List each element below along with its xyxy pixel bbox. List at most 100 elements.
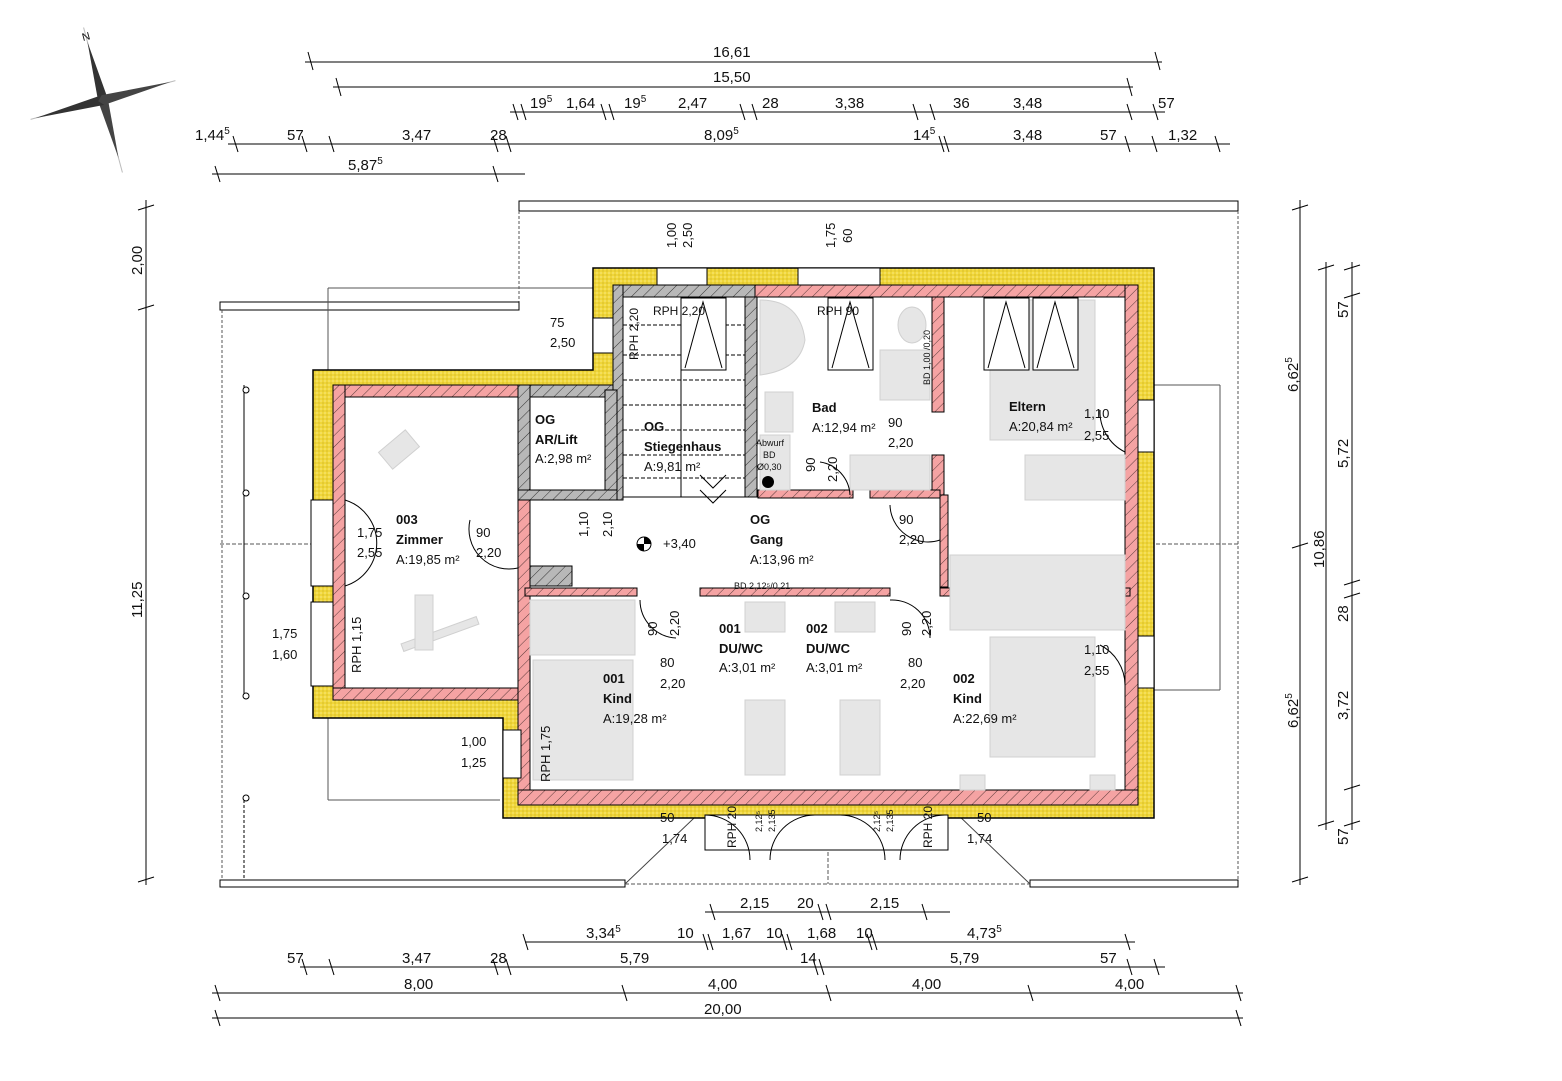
svg-text:A:9,81 m²: A:9,81 m²	[644, 459, 701, 474]
svg-text:Kind: Kind	[953, 691, 982, 706]
svg-text:4,00: 4,00	[1115, 976, 1144, 993]
svg-text:001: 001	[603, 671, 625, 686]
svg-text:Kind: Kind	[603, 691, 632, 706]
room-stiegenhaus[interactable]: OG Stiegenhaus A:9,81 m²	[644, 419, 721, 474]
svg-text:2,20: 2,20	[899, 532, 924, 547]
room-eltern[interactable]: Eltern A:20,84 m²	[1009, 399, 1073, 434]
svg-text:Ø0,30: Ø0,30	[757, 462, 782, 472]
svg-text:195: 195	[624, 94, 647, 112]
terrace-markers	[242, 385, 250, 880]
svg-text:A:22,69 m²: A:22,69 m²	[953, 711, 1017, 726]
svg-text:BD: BD	[763, 450, 776, 460]
svg-text:3,48: 3,48	[1013, 95, 1042, 112]
svg-text:A:3,01 m²: A:3,01 m²	[806, 660, 863, 675]
svg-text:90: 90	[888, 415, 902, 430]
svg-text:36: 36	[953, 95, 970, 112]
svg-text:003: 003	[396, 512, 418, 527]
svg-text:3,38: 3,38	[835, 95, 864, 112]
svg-text:20: 20	[797, 895, 814, 912]
svg-text:RPH 2,20: RPH 2,20	[653, 304, 705, 318]
svg-text:60: 60	[840, 229, 855, 243]
svg-text:1,75: 1,75	[272, 626, 297, 641]
svg-text:1,10: 1,10	[1084, 642, 1109, 657]
svg-text:2,12⁵: 2,12⁵	[754, 810, 764, 832]
svg-text:10,86: 10,86	[1311, 530, 1328, 568]
bottom-dimension-chain: 2,15 20 2,15 3,345 10 1,67 10 1,68 10 4,…	[212, 895, 1243, 1027]
svg-text:BD 1,00 /0,20: BD 1,00 /0,20	[922, 330, 932, 385]
svg-text:A:2,98 m²: A:2,98 m²	[535, 451, 592, 466]
svg-text:RPH 1,75: RPH 1,75	[538, 726, 553, 782]
svg-text:RPH 20: RPH 20	[725, 806, 739, 848]
svg-text:002: 002	[953, 671, 975, 686]
svg-text:RPH 2,20: RPH 2,20	[627, 308, 641, 360]
svg-text:90: 90	[645, 622, 660, 636]
svg-text:BD 2,12⁵/0,21: BD 2,12⁵/0,21	[734, 581, 790, 591]
svg-text:57: 57	[1158, 95, 1175, 112]
room-gang[interactable]: OG Gang A:13,96 m²	[750, 512, 814, 567]
svg-text:1,00: 1,00	[461, 734, 486, 749]
svg-text:28: 28	[1335, 605, 1352, 622]
svg-text:57: 57	[287, 950, 304, 967]
svg-text:RPH 90: RPH 90	[817, 304, 859, 318]
room-bad[interactable]: Bad A:12,94 m²	[812, 400, 876, 435]
svg-text:57: 57	[287, 127, 304, 144]
room-zimmer[interactable]: 003 Zimmer A:19,85 m²	[396, 512, 460, 567]
room-kind-002[interactable]: 002 Kind A:22,69 m²	[953, 671, 1017, 726]
svg-text:1,75: 1,75	[823, 223, 838, 248]
svg-text:195: 195	[530, 94, 553, 112]
svg-text:DU/WC: DU/WC	[719, 641, 764, 656]
svg-text:3,48: 3,48	[1013, 127, 1042, 144]
svg-text:2,20: 2,20	[888, 435, 913, 450]
svg-text:A:3,01 m²: A:3,01 m²	[719, 660, 776, 675]
svg-text:2,12⁵: 2,12⁵	[872, 810, 882, 832]
door-swings	[344, 409, 1126, 861]
right-dimension-chain: 6,625 6,625 10,86 57 5,72 28 3,72 57	[1284, 200, 1361, 885]
svg-text:1,68: 1,68	[807, 925, 836, 942]
svg-text:1,64: 1,64	[566, 95, 595, 112]
room-duwc-002[interactable]: 002 DU/WC A:3,01 m²	[806, 621, 863, 675]
svg-text:Bad: Bad	[812, 400, 837, 415]
svg-text:5,79: 5,79	[950, 950, 979, 967]
svg-text:5,79: 5,79	[620, 950, 649, 967]
svg-text:DU/WC: DU/WC	[806, 641, 851, 656]
svg-text:1,00: 1,00	[664, 223, 679, 248]
svg-text:28: 28	[490, 950, 507, 967]
svg-text:10: 10	[856, 925, 873, 942]
svg-text:Gang: Gang	[750, 532, 783, 547]
svg-text:50: 50	[660, 810, 674, 825]
left-dimension-chain: 2,00 11,25	[129, 200, 155, 885]
svg-text:57: 57	[1100, 127, 1117, 144]
svg-text:2,20: 2,20	[660, 676, 685, 691]
room-kind-001[interactable]: 001 Kind A:19,28 m²	[603, 671, 667, 726]
north-label: N	[81, 30, 92, 44]
svg-text:002: 002	[806, 621, 828, 636]
svg-text:2,15: 2,15	[740, 895, 769, 912]
svg-text:1,10: 1,10	[576, 512, 591, 537]
svg-text:90: 90	[899, 622, 914, 636]
svg-text:2,55: 2,55	[1084, 428, 1109, 443]
svg-text:10: 10	[766, 925, 783, 942]
room-ar-lift[interactable]: OG AR/Lift A:2,98 m²	[535, 412, 592, 466]
concrete-walls	[517, 284, 758, 587]
svg-text:Abwurf: Abwurf	[756, 438, 785, 448]
svg-text:2,20: 2,20	[825, 457, 840, 482]
svg-text:2,20: 2,20	[900, 676, 925, 691]
svg-text:A:12,94 m²: A:12,94 m²	[812, 420, 876, 435]
svg-text:A:13,96 m²: A:13,96 m²	[750, 552, 814, 567]
svg-text:2,47: 2,47	[678, 95, 707, 112]
svg-text:6,625: 6,625	[1284, 357, 1302, 392]
svg-text:1,25: 1,25	[461, 755, 486, 770]
svg-text:6,625: 6,625	[1284, 693, 1302, 728]
svg-text:4,00: 4,00	[912, 976, 941, 993]
svg-text:1,60: 1,60	[272, 647, 297, 662]
svg-text:90: 90	[476, 525, 490, 540]
svg-text:2,15: 2,15	[870, 895, 899, 912]
svg-text:2,50: 2,50	[550, 335, 575, 350]
svg-text:75: 75	[550, 315, 564, 330]
svg-text:2,50: 2,50	[680, 223, 695, 248]
room-duwc-001[interactable]: 001 DU/WC A:3,01 m²	[719, 621, 776, 675]
svg-text:001: 001	[719, 621, 741, 636]
svg-text:Zimmer: Zimmer	[396, 532, 443, 547]
dim-total-15-50: 15,50	[713, 69, 751, 86]
svg-text:1,74: 1,74	[967, 831, 992, 846]
